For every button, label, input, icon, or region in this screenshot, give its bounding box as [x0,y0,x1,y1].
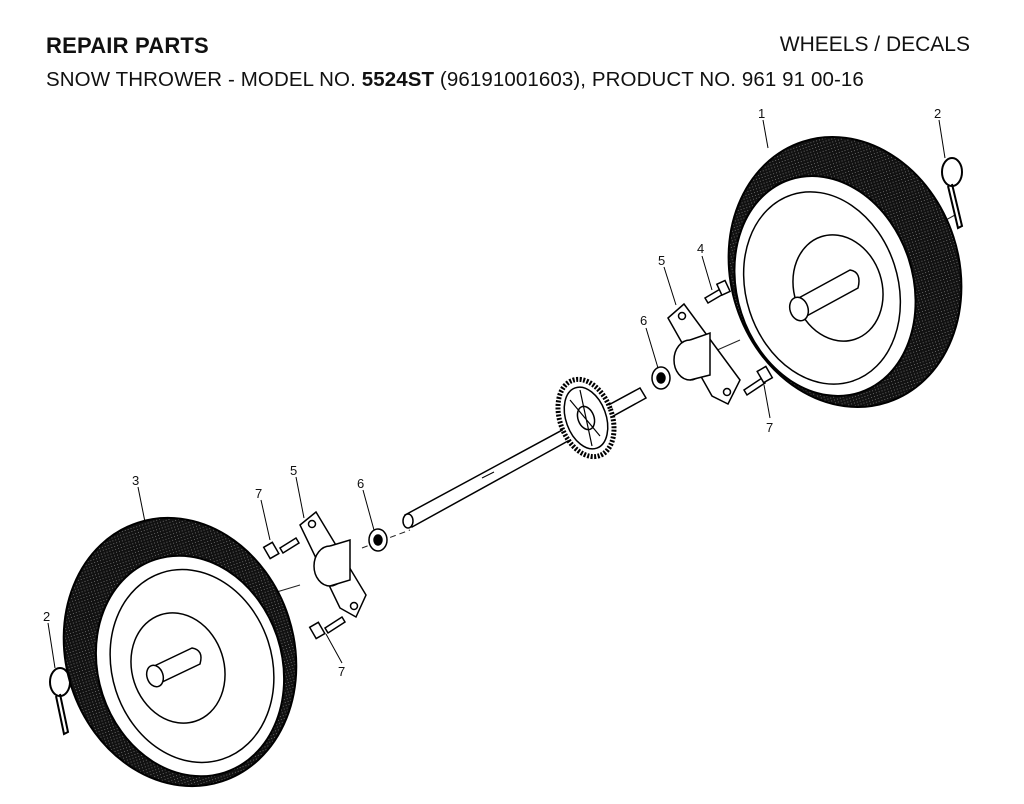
callout-labels: 1 2 4 5 6 7 3 2 5 6 7 7 [43,106,941,679]
callout-bolt-left-lower: 7 [338,664,345,679]
callout-bolt-right-lower: 7 [766,420,773,435]
left-wheel [62,516,298,788]
left-bearing-flange [299,510,367,619]
subtitle-suffix: (96191001603), PRODUCT NO. 961 91 00-16 [434,68,864,91]
right-bearing-flange [667,302,741,406]
right-click-pin [941,157,964,230]
subtitle-prefix: SNOW THROWER - MODEL NO. [46,68,362,91]
left-washer [368,528,388,552]
callout-pin-left: 2 [43,609,50,624]
section-title: REPAIR PARTS [46,33,209,58]
left-click-pin [49,667,71,736]
right-wheel [727,136,963,408]
drive-gear [555,376,617,460]
page-topic: WHEELS / DECALS [779,33,970,56]
left-lower-bolt [308,615,347,640]
right-lower-bolt [742,365,774,397]
upper-bolt [703,279,732,305]
leader-lines [47,119,946,669]
callout-washer-left: 6 [357,476,364,491]
right-washer [651,366,671,390]
callout-bearing-right: 5 [658,253,665,268]
callout-wheel-right: 1 [758,106,765,121]
callout-bolt-upper: 4 [697,241,704,256]
callout-bolt-left-upper: 7 [255,486,262,501]
callout-bearing-left: 5 [290,463,297,478]
callout-washer-right: 6 [640,313,647,328]
callout-wheel-left: 3 [132,473,139,488]
model-number: 5524ST [361,68,435,91]
left-upper-bolt [262,536,301,560]
model-subtitle: SNOW THROWER - MODEL NO. 5524ST (9619100… [46,68,864,92]
callout-pin-right: 2 [934,106,941,121]
